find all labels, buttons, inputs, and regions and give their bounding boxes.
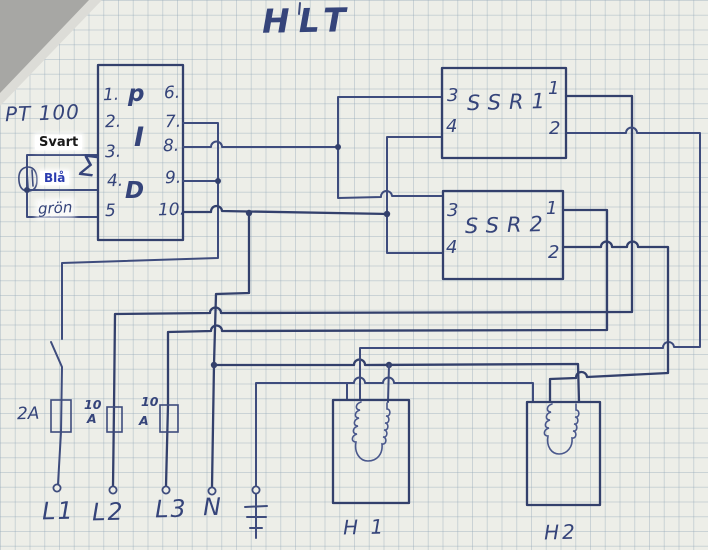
- pid-pin-2: 2.: [104, 111, 122, 133]
- fuse-10a-l3-body: [159, 404, 179, 433]
- ssr2-pin3-label: 3: [447, 200, 459, 221]
- wire-pt100-leads: [26, 154, 99, 218]
- pid-controller-box: [96, 63, 185, 242]
- schematic-title: HLT: [261, 0, 356, 41]
- pid-letter-d: D: [125, 178, 145, 204]
- pid-pin-7: 7.: [164, 111, 182, 133]
- terminal-n: [207, 486, 217, 496]
- terminal-label-l3: L3: [154, 494, 189, 524]
- terminal-label-l1: L1: [41, 496, 76, 526]
- fuse2-rating-top: 10: [84, 397, 102, 412]
- wire-pid-pin8-to-ssr-inputs: [182, 96, 444, 199]
- terminal-label-n: N: [202, 492, 224, 522]
- pid-pin-5: 5: [104, 200, 117, 222]
- wire-ssr1-pin2-to-h1: [359, 126, 701, 401]
- junction-pt100-blue-green: [24, 187, 30, 193]
- wire-l1-switch-fuse: [50, 341, 63, 485]
- wire-label-blue: Blå: [40, 171, 70, 185]
- ssr1-pin3-label: 3: [447, 85, 459, 106]
- ssr1-pin4-label: 4: [446, 116, 458, 137]
- ground-symbol: [244, 493, 268, 539]
- wire-neutral-bus: [212, 358, 581, 404]
- splice-symbol: Σ: [77, 148, 100, 184]
- wire-label-green: grön: [37, 198, 73, 218]
- pid-pin-6: 6.: [163, 82, 181, 104]
- wire-label-black: Svart: [35, 135, 83, 150]
- fuse-2a-body: [50, 399, 72, 433]
- h2-enclosure-box: [525, 400, 602, 507]
- junction-pin7-pin9: [215, 178, 221, 184]
- pid-pin-1: 1.: [102, 84, 120, 106]
- ssr1-pin2-label: 2: [549, 118, 561, 139]
- ssr1-pin1-label: 1: [548, 78, 560, 99]
- junction-pin8-branch: [335, 144, 341, 150]
- fuse3-rating-bottom: A: [139, 413, 149, 428]
- terminal-l1: [52, 483, 62, 493]
- wire-l3-to-ssr2-pin1: [164, 208, 609, 488]
- pid-letter-p: p: [128, 81, 145, 107]
- pid-pin-4: 4.: [106, 170, 124, 192]
- pid-pin-10: 10.: [157, 199, 186, 221]
- pid-letter-i: I: [134, 122, 145, 153]
- h1-heating-coil: [351, 401, 391, 462]
- ssr1-name: SSR1: [466, 88, 554, 116]
- wire-h1-right-lead: [387, 364, 390, 403]
- pid-pin-3: 3.: [104, 141, 122, 163]
- stray-pen-mark: [298, 2, 301, 15]
- wire-neutral-vertical: [210, 212, 251, 489]
- junction-pin10-ssr4: [383, 210, 391, 218]
- wire-l1-supply-to-pid: [61, 122, 219, 340]
- fuse3-rating-top: 10: [141, 394, 159, 409]
- pid-pin-9: 9.: [164, 167, 182, 189]
- junction-neutral-bus: [210, 361, 218, 369]
- fuse1-rating: 2A: [16, 403, 40, 425]
- terminal-l3: [161, 485, 171, 495]
- terminal-ground: [251, 485, 261, 495]
- ssr2-pin2-label: 2: [548, 242, 560, 263]
- wire-ground-bus: [255, 376, 534, 487]
- ssr2-pin1-label: 1: [546, 198, 558, 219]
- terminal-label-l2: L2: [91, 497, 126, 527]
- wire-pid-pin10-common: [181, 204, 389, 216]
- h1-enclosure-box: [331, 398, 411, 505]
- ssr2-box: [441, 189, 565, 281]
- heater-label-h2: H2: [543, 519, 579, 545]
- pid-pin-8: 8.: [162, 135, 180, 157]
- wire-l2-to-ssr1-pin1: [111, 94, 634, 488]
- fuse2-rating-bottom: A: [87, 411, 97, 426]
- ssr2-pin4-label: 4: [446, 237, 458, 258]
- h2-heating-coil: [543, 403, 580, 455]
- pt100-probe-doodle: [18, 166, 38, 192]
- fuse-10a-l2-body: [106, 406, 123, 433]
- wire-ssr-pin4-link: [386, 136, 444, 254]
- wire-ssr2-pin2-to-h2: [548, 240, 670, 404]
- page-corner-grey: [0, 0, 89, 93]
- ssr1-box: [440, 66, 568, 160]
- ssr2-name: SSR2: [464, 211, 552, 239]
- pt100-label: PT 100: [4, 99, 81, 127]
- terminal-l2: [108, 485, 118, 495]
- heater-label-h1: H 1: [342, 514, 387, 540]
